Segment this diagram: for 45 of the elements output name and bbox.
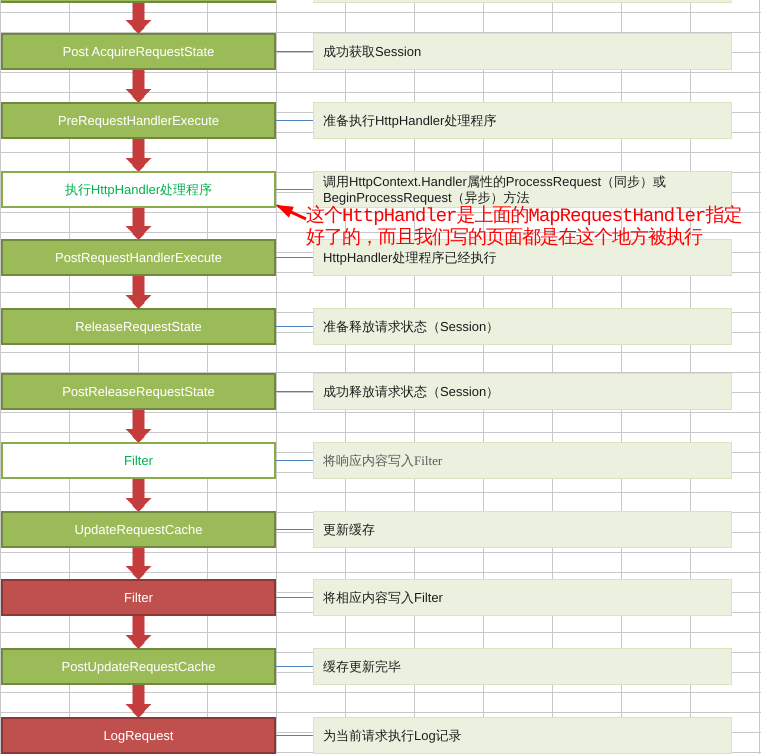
description-box: 更新缓存 bbox=[313, 511, 732, 548]
description-box: 成功获取Session bbox=[313, 33, 732, 70]
connector-line bbox=[276, 735, 314, 736]
block-arrow bbox=[126, 208, 152, 239]
process-box: UpdateRequestCache bbox=[1, 511, 276, 548]
connector-line bbox=[276, 597, 314, 598]
description-box: 将响应内容写入Filter bbox=[313, 442, 732, 479]
process-box: LogRequest bbox=[1, 717, 276, 754]
process-box: Filter bbox=[1, 442, 276, 479]
block-arrow bbox=[126, 479, 152, 511]
pointer-arrow bbox=[275, 204, 307, 220]
process-box bbox=[1, 0, 276, 3]
connector-line bbox=[276, 529, 314, 530]
process-box: PostRequestHandlerExecute bbox=[1, 239, 276, 276]
process-box: Post AcquireRequestState bbox=[1, 33, 276, 70]
connector-line bbox=[276, 120, 314, 121]
description-box: 为当前请求执行Log记录 bbox=[313, 717, 732, 754]
description-box: 缓存更新完毕 bbox=[313, 648, 732, 685]
connector-line bbox=[276, 460, 314, 461]
process-box: Filter bbox=[1, 579, 276, 616]
process-box: ReleaseRequestState bbox=[1, 308, 276, 345]
process-box: PostUpdateRequestCache bbox=[1, 648, 276, 685]
description-box: 将相应内容写入Filter bbox=[313, 579, 732, 616]
block-arrow bbox=[126, 70, 152, 102]
block-arrow bbox=[126, 685, 152, 717]
connector-line bbox=[276, 51, 314, 52]
block-arrow bbox=[126, 548, 152, 579]
annotation-text: 这个HttpHandler是上面的MapRequestHandler指定好了的，而且我们写的页面都是在这个地方被执行 bbox=[306, 205, 751, 249]
connector-line bbox=[276, 257, 314, 258]
block-arrow bbox=[126, 139, 152, 171]
description-box: 成功释放请求状态（Session） bbox=[313, 373, 732, 410]
process-box: PreRequestHandlerExecute bbox=[1, 102, 276, 139]
description-box: 准备释放请求状态（Session） bbox=[313, 308, 732, 345]
block-arrow bbox=[126, 3, 152, 33]
description-box bbox=[313, 0, 732, 3]
description-box: 准备执行HttpHandler处理程序 bbox=[313, 102, 732, 139]
connector-line bbox=[276, 391, 314, 392]
block-arrow bbox=[126, 410, 152, 442]
process-box: PostReleaseRequestState bbox=[1, 373, 276, 410]
process-box: 执行HttpHandler处理程序 bbox=[1, 171, 276, 208]
connector-line bbox=[276, 326, 314, 327]
block-arrow bbox=[126, 276, 152, 308]
block-arrow bbox=[126, 616, 152, 648]
connector-line bbox=[276, 666, 314, 667]
connector-line bbox=[276, 189, 314, 190]
